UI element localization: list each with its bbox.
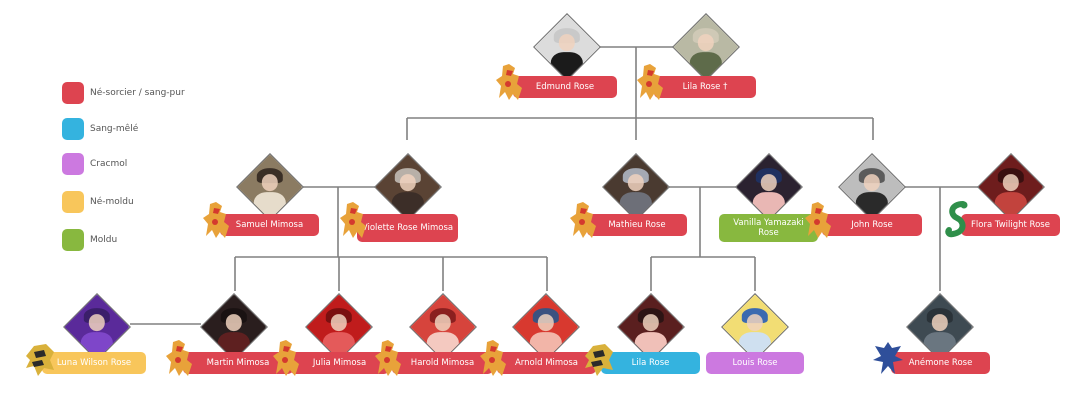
legend-item: Né-moldu: [62, 191, 134, 213]
gryffindor-crest-icon: [567, 200, 601, 240]
legend-swatch: [62, 118, 84, 140]
name-label-lila_junior[interactable]: Lila Rose: [601, 352, 700, 374]
gryffindor-crest-icon: [163, 338, 197, 378]
name-label-martin[interactable]: Martin Mimosa: [183, 352, 293, 374]
ravenclaw-crest-icon: [871, 338, 905, 378]
gryffindor-crest-icon: [802, 200, 836, 240]
name-label-samuel[interactable]: Samuel Mimosa: [220, 214, 319, 236]
name-label-louis[interactable]: Louis Rose: [706, 352, 804, 374]
name-label-arnold[interactable]: Arnold Mimosa: [497, 352, 596, 374]
legend-swatch: [62, 153, 84, 175]
name-label-edmund[interactable]: Edmund Rose: [513, 76, 617, 98]
name-label-john[interactable]: John Rose: [822, 214, 922, 236]
hufflepuff-crest-icon: [581, 338, 615, 378]
slytherin-crest-icon: [941, 200, 975, 240]
legend-swatch: [62, 191, 84, 213]
legend-item: Moldu: [62, 229, 117, 251]
gryffindor-crest-icon: [270, 338, 304, 378]
legend-label: Né-moldu: [90, 197, 134, 207]
gryffindor-crest-icon: [634, 62, 668, 102]
gryffindor-crest-icon: [337, 200, 371, 240]
legend-item: Cracmol: [62, 153, 127, 175]
name-label-vanilla[interactable]: Vanilla Yamazaki Rose: [719, 214, 818, 242]
name-label-luna[interactable]: Luna Wilson Rose: [42, 352, 146, 374]
legend-item: Né-sorcier / sang-pur: [62, 82, 185, 104]
name-label-lila_senior[interactable]: Lila Rose †: [654, 76, 756, 98]
legend-item: Sang-mêlé: [62, 118, 138, 140]
gryffindor-crest-icon: [477, 338, 511, 378]
legend-swatch: [62, 229, 84, 251]
legend-label: Moldu: [90, 235, 118, 245]
name-label-julia[interactable]: Julia Mimosa: [290, 352, 389, 374]
gryffindor-crest-icon: [200, 200, 234, 240]
hufflepuff-crest-icon: [22, 338, 56, 378]
name-label-flora[interactable]: Flora Twilight Rose: [961, 214, 1060, 236]
name-label-violette[interactable]: Violette Rose Mimosa: [357, 214, 458, 242]
name-label-harold[interactable]: Harold Mimosa: [392, 352, 493, 374]
gryffindor-crest-icon: [493, 62, 527, 102]
gryffindor-crest-icon: [372, 338, 406, 378]
name-label-mathieu[interactable]: Mathieu Rose: [587, 214, 687, 236]
legend-swatch: [62, 82, 84, 104]
legend-label: Né-sorcier / sang-pur: [90, 88, 185, 98]
legend-label: Cracmol: [90, 159, 128, 169]
name-label-anemone[interactable]: Anémone Rose: [891, 352, 990, 374]
legend-label: Sang-mêlé: [90, 124, 139, 134]
